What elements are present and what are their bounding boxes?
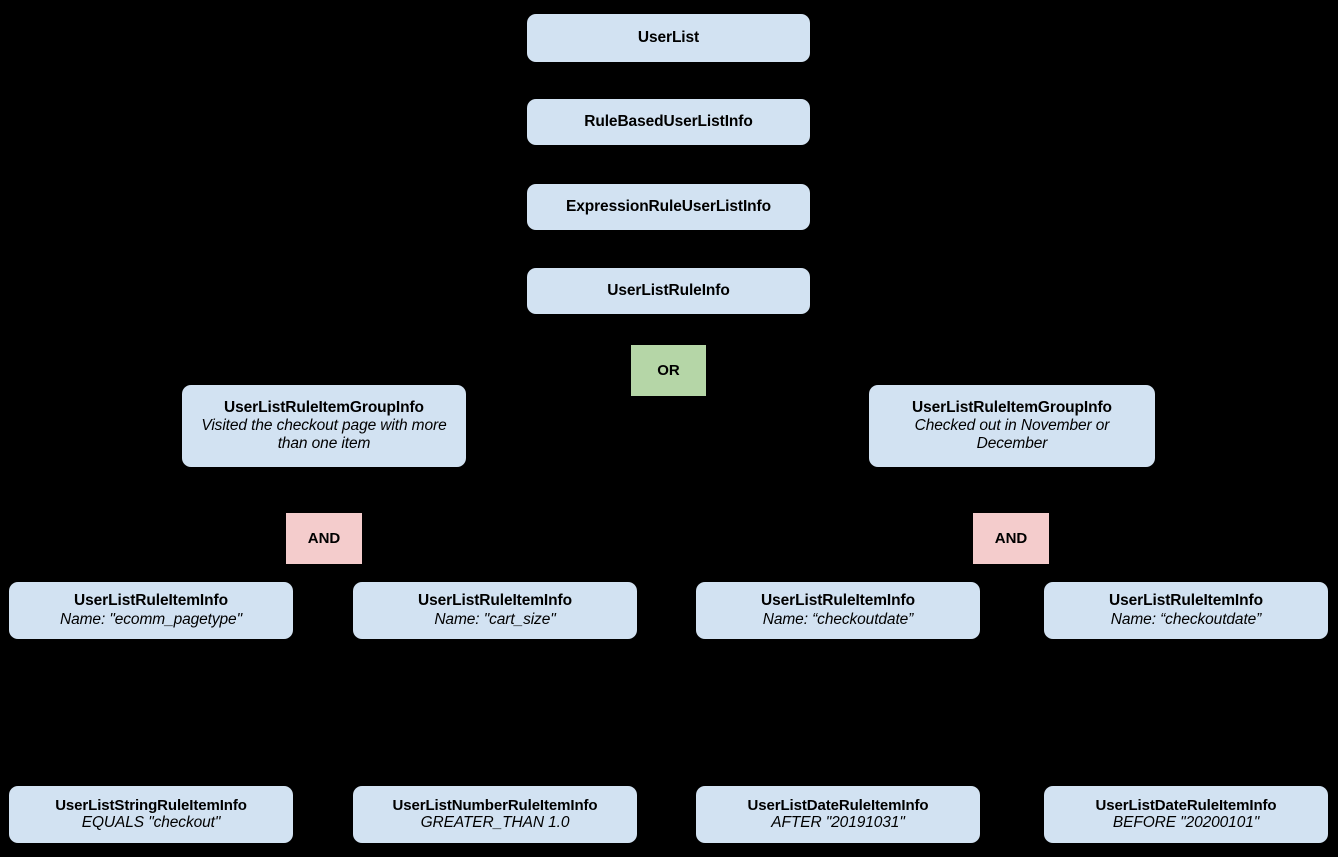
node-title: UserListRuleItemInfo [74, 592, 228, 610]
node-date-rule-item-after[interactable]: UserListDateRuleItemInfo AFTER "20191031… [696, 786, 980, 843]
node-rulebaseduserlistinfo[interactable]: RuleBasedUserListInfo [527, 99, 810, 145]
node-rule-item-checkoutdate-after[interactable]: UserListRuleItemInfo Name: “checkoutdate… [696, 582, 980, 639]
node-title: ExpressionRuleUserListInfo [566, 197, 771, 215]
node-number-rule-item[interactable]: UserListNumberRuleItemInfo GREATER_THAN … [353, 786, 637, 843]
node-date-rule-item-before[interactable]: UserListDateRuleItemInfo BEFORE "2020010… [1044, 786, 1328, 843]
node-title: UserListNumberRuleItemInfo [392, 796, 598, 814]
node-or-operator[interactable]: OR [631, 345, 706, 396]
node-title: UserListStringRuleItemInfo [55, 796, 247, 814]
operator-label: AND [307, 529, 341, 547]
node-userlist[interactable]: UserList [527, 14, 810, 62]
node-title: UserListDateRuleItemInfo [1095, 796, 1277, 814]
node-title: UserListRuleItemGroupInfo [224, 398, 424, 416]
node-subtitle: Name: "ecomm_pagetype" [60, 610, 242, 628]
node-title: UserListDateRuleItemInfo [747, 796, 929, 814]
node-subtitle: GREATER_THAN 1.0 [420, 814, 570, 832]
node-subtitle: EQUALS "checkout" [81, 814, 221, 832]
node-userlistruleinfo[interactable]: UserListRuleInfo [527, 268, 810, 314]
node-subtitle: Name: “checkoutdate” [1110, 610, 1262, 628]
node-subtitle: AFTER "20191031" [771, 814, 905, 832]
node-rule-item-ecomm-pagetype[interactable]: UserListRuleItemInfo Name: "ecomm_pagety… [9, 582, 293, 639]
node-subtitle: BEFORE "20200101" [1112, 814, 1260, 832]
operator-label: OR [657, 361, 680, 379]
node-group-left[interactable]: UserListRuleItemGroupInfo Visited the ch… [182, 385, 466, 467]
node-title: UserListRuleItemInfo [761, 592, 915, 610]
node-group-right[interactable]: UserListRuleItemGroupInfo Checked out in… [869, 385, 1155, 467]
node-title: UserList [637, 28, 700, 46]
node-subtitle: Name: "cart_size" [434, 610, 556, 628]
node-string-rule-item[interactable]: UserListStringRuleItemInfo EQUALS "check… [9, 786, 293, 843]
node-title: UserListRuleInfo [607, 281, 730, 299]
operator-label: AND [994, 529, 1028, 547]
node-and-operator-left[interactable]: AND [286, 513, 362, 564]
node-title: UserListRuleItemGroupInfo [912, 398, 1112, 416]
node-title: RuleBasedUserListInfo [584, 112, 753, 130]
node-and-operator-right[interactable]: AND [973, 513, 1049, 564]
node-expressionruleuserlistinfo[interactable]: ExpressionRuleUserListInfo [527, 184, 810, 230]
node-rule-item-cart-size[interactable]: UserListRuleItemInfo Name: "cart_size" [353, 582, 637, 639]
arrowhead-to-group-left [314, 372, 332, 384]
node-title: UserListRuleItemInfo [418, 592, 572, 610]
arrowhead-to-group-right [1002, 372, 1020, 384]
node-subtitle: Visited the checkout page with more than… [201, 416, 447, 453]
node-subtitle: Checked out in November or December [914, 416, 1110, 453]
node-rule-item-checkoutdate-before[interactable]: UserListRuleItemInfo Name: “checkoutdate… [1044, 582, 1328, 639]
node-subtitle: Name: “checkoutdate” [762, 610, 914, 628]
node-title: UserListRuleItemInfo [1109, 592, 1263, 610]
